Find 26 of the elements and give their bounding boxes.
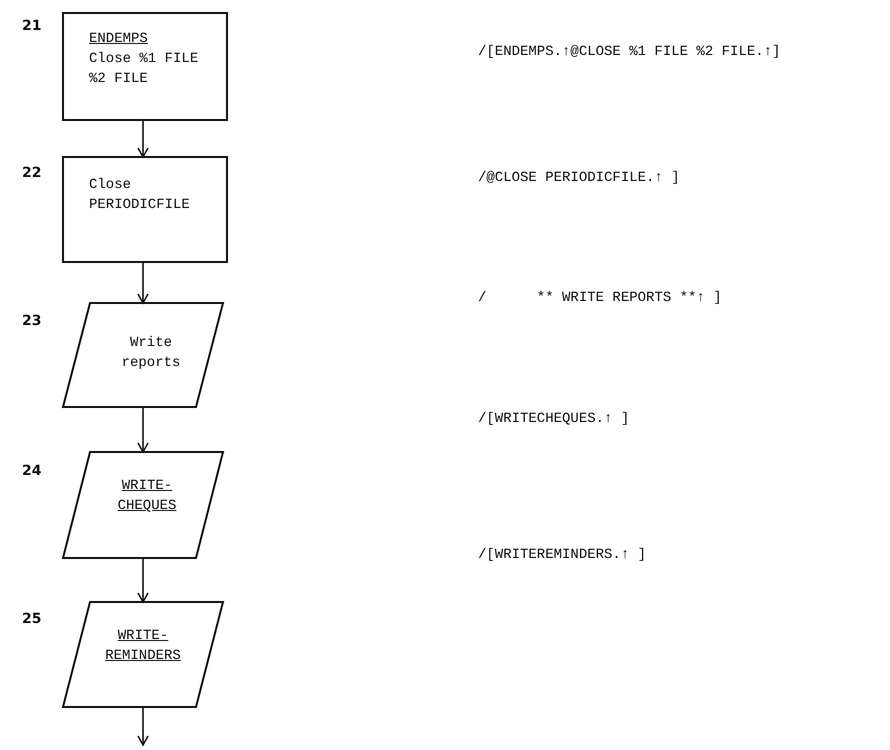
process-box <box>63 157 227 262</box>
code-line: /[WRITEREMINDERS.↑ ] <box>478 547 646 563</box>
step-text: Write reports <box>120 334 182 373</box>
io-parallelogram <box>63 602 223 707</box>
routine-name: ENDEMPS <box>89 30 149 49</box>
arrow <box>137 407 149 453</box>
code-line: /[WRITECHEQUES.↑ ] <box>478 411 630 427</box>
step-text: Close %1 FILE %2 FILE <box>89 50 199 89</box>
step-text: Close PERIODICFILE <box>89 176 191 215</box>
io-parallelogram <box>63 452 223 558</box>
step-text: WRITE- CHEQUES <box>116 477 178 516</box>
code-line: /[ENDEMPS.↑@CLOSE %1 FILE %2 FILE.↑] <box>478 44 780 60</box>
arrow <box>137 120 149 158</box>
step-number: 22 <box>22 165 42 181</box>
arrow <box>137 707 149 746</box>
code-line: /@CLOSE PERIODICFILE.↑ ] <box>478 170 680 186</box>
step-number: 21 <box>22 18 42 34</box>
step-number: 24 <box>22 463 42 479</box>
step-number: 23 <box>22 313 42 329</box>
io-parallelogram <box>63 303 223 407</box>
process-box <box>63 13 227 120</box>
step-text: WRITE- REMINDERS <box>104 627 182 666</box>
code-line: / ** WRITE REPORTS **↑ ] <box>478 290 722 306</box>
arrow <box>137 262 149 304</box>
arrow <box>137 558 149 603</box>
step-number: 25 <box>22 611 42 627</box>
